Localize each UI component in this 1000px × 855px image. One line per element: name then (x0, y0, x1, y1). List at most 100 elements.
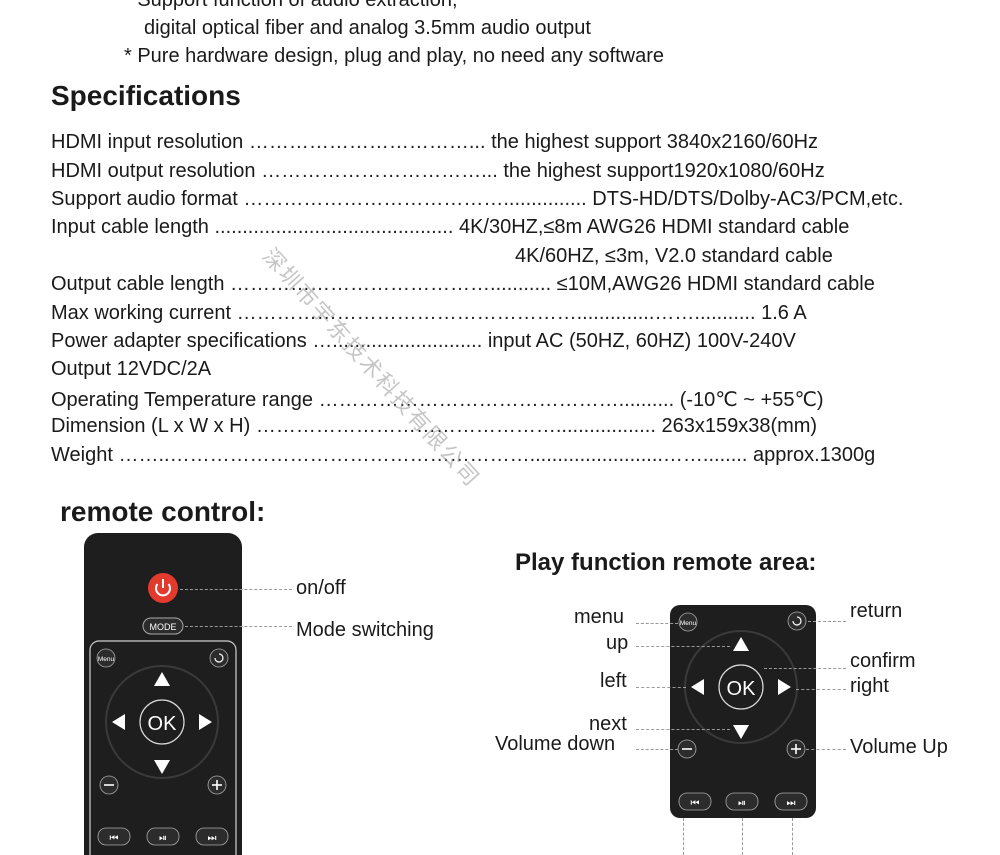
label-left: left (600, 670, 627, 692)
spec-row: Operating Temperature range ………………………………… (51, 387, 824, 412)
spec-row: Power adapter specifications …..........… (51, 330, 796, 353)
spec-label: Output cable length (51, 273, 225, 295)
ok-button-label: OK (727, 678, 757, 700)
label-menu: menu (574, 606, 625, 628)
prev-track-icon: ⏮ (691, 798, 700, 809)
specifications-heading: Specifications (51, 80, 241, 111)
spec-dots: ……..………………………………………………..................… (118, 444, 748, 466)
return-icon (792, 616, 802, 626)
spec-label: Support audio format (51, 188, 238, 210)
spec-row: Input cable length .....................… (51, 216, 849, 239)
prev-track-icon: ⏮ (110, 833, 119, 844)
up-arrow-icon (733, 637, 749, 651)
intro-line-1: * Support function of audio extraction, (124, 0, 458, 11)
left-arrow-icon (112, 714, 125, 730)
menu-button-label: Menu (680, 620, 697, 627)
spec-row: Output cable length ………………………………….......… (51, 273, 875, 296)
remote-full: MODE Menu OK ⏮ ⏯ ⏭ (84, 533, 242, 855)
spec-row-continuation: 4K/60HZ, ≤3m, V2.0 standard cable (515, 245, 833, 268)
spec-value: 1.6 A (761, 302, 807, 324)
label-volume-down: Volume down (495, 733, 616, 755)
prev-track-button (678, 792, 712, 811)
left-arrow-icon (691, 679, 704, 695)
callout-line (808, 621, 846, 622)
remote-control-title: remote control: (60, 496, 266, 527)
label-mode-switching: Mode switching (296, 619, 434, 641)
spec-dots: …........................... (312, 330, 483, 352)
return-button (787, 611, 807, 631)
ok-button-label: OK (148, 713, 178, 735)
spec-label: Output 12VDC/2A (51, 358, 212, 380)
next-track-button (774, 792, 808, 811)
label-right: right (850, 675, 889, 697)
spec-label: Power adapter specifications (51, 330, 307, 352)
spec-value: the highest support1920x1080/60Hz (503, 160, 825, 182)
remote-body (84, 533, 242, 855)
spec-label: Input cable length (51, 216, 209, 238)
up-arrow-icon (154, 672, 170, 686)
spec-row: Weight ……..………………………………………………...........… (51, 444, 875, 467)
remote-play-area: Menu OK ⏮ ⏯ ⏭ (670, 605, 816, 818)
play-function-title: Play function remote area: (515, 549, 817, 576)
callout-line (796, 689, 846, 690)
label-on-off: on/off (296, 577, 346, 599)
power-button (148, 573, 178, 603)
spec-label: HDMI input resolution (51, 131, 244, 153)
right-arrow-icon (199, 714, 212, 730)
callout-line (792, 818, 793, 855)
return-button (209, 648, 229, 668)
spec-label: Weight (51, 444, 113, 466)
spec-dots: ……………………………………………..............…….......… (236, 302, 756, 324)
spec-dots: ........................................… (214, 216, 454, 238)
menu-button-label: Menu (98, 656, 115, 663)
callout-line (185, 626, 292, 627)
spec-value: ≤10M,AWG26 HDMI standard cable (556, 273, 875, 295)
spec-dots: ……………………………………….......... (318, 389, 675, 411)
right-arrow-icon (778, 679, 791, 695)
spec-value: 263x159x38(mm) (661, 415, 818, 437)
spec-row: Support audio format …………………………………......… (51, 188, 903, 211)
label-next: next (589, 713, 627, 735)
play-pause-button (146, 827, 180, 846)
spec-row: Max working current ……………………………………………...… (51, 302, 807, 325)
spec-value: the highest support 3840x2160/60Hz (491, 131, 819, 153)
mode-button (142, 617, 184, 635)
spec-label: Max working current (51, 302, 232, 324)
callout-line (180, 589, 292, 590)
menu-button (678, 612, 698, 632)
label-return: return (850, 600, 903, 622)
return-icon (214, 653, 224, 663)
callout-line (636, 623, 678, 624)
spec-dots: ……………………………………….................. (255, 415, 656, 437)
label-up: up (606, 632, 629, 654)
spec-value: input AC (50HZ, 60HZ) 100V-240V (487, 330, 796, 352)
play-area-outline (89, 640, 237, 855)
spec-label: Operating Temperature range (51, 389, 314, 411)
spec-value: 4K/60HZ, ≤3m, V2.0 standard cable (515, 245, 833, 267)
spec-dots: …………………………………........... (230, 273, 552, 295)
next-track-icon: ⏭ (208, 833, 217, 844)
spec-label: HDMI output resolution (51, 160, 256, 182)
power-icon (155, 583, 171, 597)
spec-row: HDMI input resolution ……………………………... the… (51, 131, 818, 154)
ok-button (139, 699, 185, 745)
down-arrow-icon (733, 725, 749, 739)
spec-row: Output 12VDC/2A (51, 358, 211, 381)
spec-value: 4K/30HZ,≤8m AWG26 HDMI standard cable (458, 216, 850, 238)
mode-button-label: MODE (150, 622, 177, 632)
callout-line (742, 818, 743, 855)
spec-dots: ……………………………... (261, 160, 498, 182)
down-arrow-icon (154, 760, 170, 774)
spec-value: (-10℃ ~ +55℃) (679, 389, 824, 411)
label-confirm: confirm (850, 650, 916, 672)
play-pause-button (725, 792, 759, 811)
callout-line (806, 749, 846, 750)
callout-line (636, 687, 686, 688)
intro-line-2: digital optical fiber and analog 3.5mm a… (144, 17, 591, 39)
spec-dots: …………………………………............... (243, 188, 587, 210)
label-volume-up: Volume Up (850, 736, 948, 758)
spec-value: DTS-HD/DTS/Dolby-AC3/PCM,etc. (592, 188, 904, 210)
play-remote-body (670, 605, 816, 818)
callout-line (636, 729, 730, 730)
